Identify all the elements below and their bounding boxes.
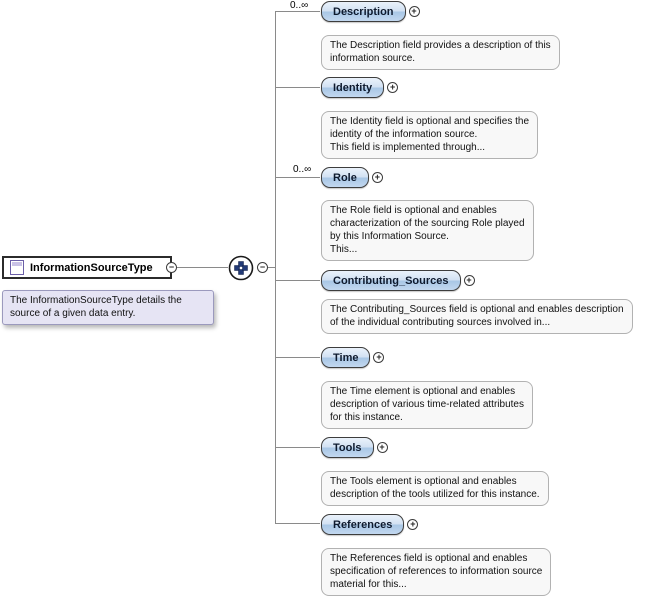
child-time-row: Time + bbox=[321, 347, 385, 368]
expand-role-icon[interactable]: + bbox=[371, 172, 383, 183]
element-description[interactable]: Description bbox=[321, 1, 406, 22]
collapse-compositor-icon[interactable]: − bbox=[257, 262, 268, 273]
expand-contributing-sources-icon[interactable]: + bbox=[463, 275, 475, 286]
annotation-role: The Role field is optional and enables c… bbox=[321, 200, 534, 261]
element-tools[interactable]: Tools bbox=[321, 437, 374, 458]
element-time[interactable]: Time bbox=[321, 347, 371, 368]
child-tools-row: Tools + bbox=[321, 437, 388, 458]
root-annotation: The InformationSourceType details the so… bbox=[2, 290, 214, 325]
root-element-label: InformationSourceType bbox=[30, 261, 153, 274]
child-identity-row: Identity + bbox=[321, 77, 399, 98]
cardinality-role: 0..∞ bbox=[293, 164, 312, 175]
child-references-row: References + bbox=[321, 514, 419, 535]
annotation-description: The Description field provides a descrip… bbox=[321, 35, 560, 70]
collapse-root-icon[interactable]: − bbox=[166, 262, 177, 273]
element-identity[interactable]: Identity bbox=[321, 77, 385, 98]
child-role-row: Role + bbox=[321, 167, 383, 188]
child-description-row: Description + bbox=[321, 1, 420, 22]
child-contributing-sources-row: Contributing_Sources + bbox=[321, 270, 475, 291]
element-references[interactable]: References bbox=[321, 514, 405, 535]
element-icon bbox=[10, 260, 24, 275]
sequence-compositor-icon[interactable] bbox=[228, 255, 254, 281]
annotation-time: The Time element is optional and enables… bbox=[321, 381, 533, 429]
annotation-contributing-sources: The Contributing_Sources field is option… bbox=[321, 299, 633, 334]
expand-identity-icon[interactable]: + bbox=[387, 82, 399, 93]
expand-tools-icon[interactable]: + bbox=[376, 442, 388, 453]
expand-time-icon[interactable]: + bbox=[373, 352, 385, 363]
expand-description-icon[interactable]: + bbox=[408, 6, 420, 17]
annotation-identity: The Identity field is optional and speci… bbox=[321, 111, 539, 159]
element-contributing-sources[interactable]: Contributing_Sources bbox=[321, 270, 461, 291]
annotation-references: The References field is optional and ena… bbox=[321, 548, 552, 596]
expand-references-icon[interactable]: + bbox=[407, 519, 419, 530]
cardinality-description: 0..∞ bbox=[290, 0, 309, 11]
element-role[interactable]: Role bbox=[321, 167, 369, 188]
root-element[interactable]: InformationSourceType bbox=[2, 256, 172, 279]
annotation-tools: The Tools element is optional and enable… bbox=[321, 471, 549, 506]
